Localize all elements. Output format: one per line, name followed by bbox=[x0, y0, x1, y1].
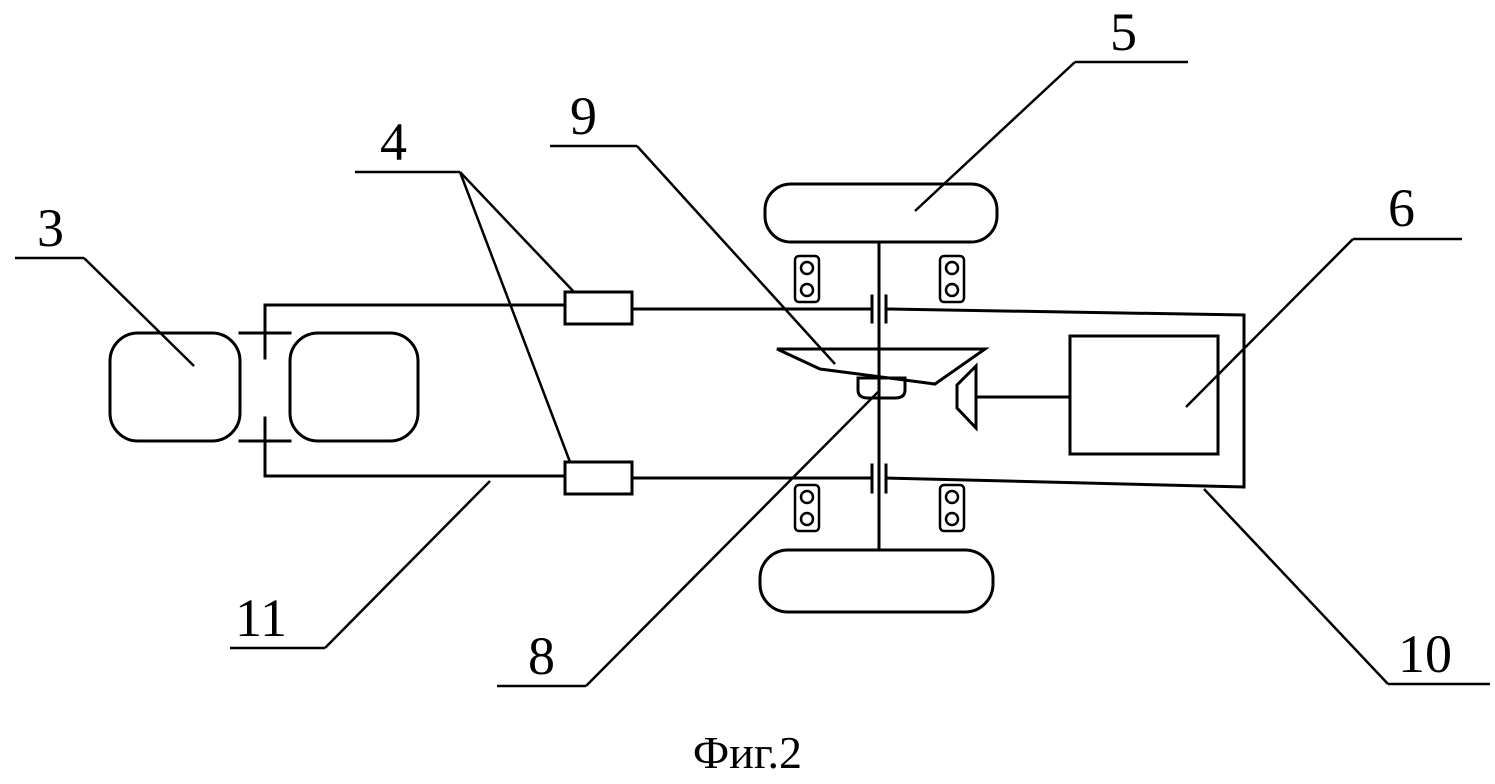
engine-unit bbox=[108, 331, 420, 443]
label-5: 5 bbox=[1110, 2, 1137, 62]
label-10: 10 bbox=[1398, 624, 1452, 684]
figure-caption: Фиг.2 bbox=[692, 727, 803, 778]
axle-assembly bbox=[758, 182, 999, 614]
differential bbox=[776, 347, 990, 432]
frame-lines bbox=[263, 303, 874, 480]
label-4: 4 bbox=[380, 112, 407, 172]
label-6: 6 bbox=[1388, 178, 1415, 238]
valve-blocks bbox=[563, 290, 634, 496]
label-11: 11 bbox=[235, 588, 287, 648]
drive-motor bbox=[884, 307, 1246, 489]
leader-lines bbox=[15, 60, 1490, 688]
label-9: 9 bbox=[570, 86, 597, 146]
label-8: 8 bbox=[528, 626, 555, 686]
label-3: 3 bbox=[37, 198, 64, 258]
